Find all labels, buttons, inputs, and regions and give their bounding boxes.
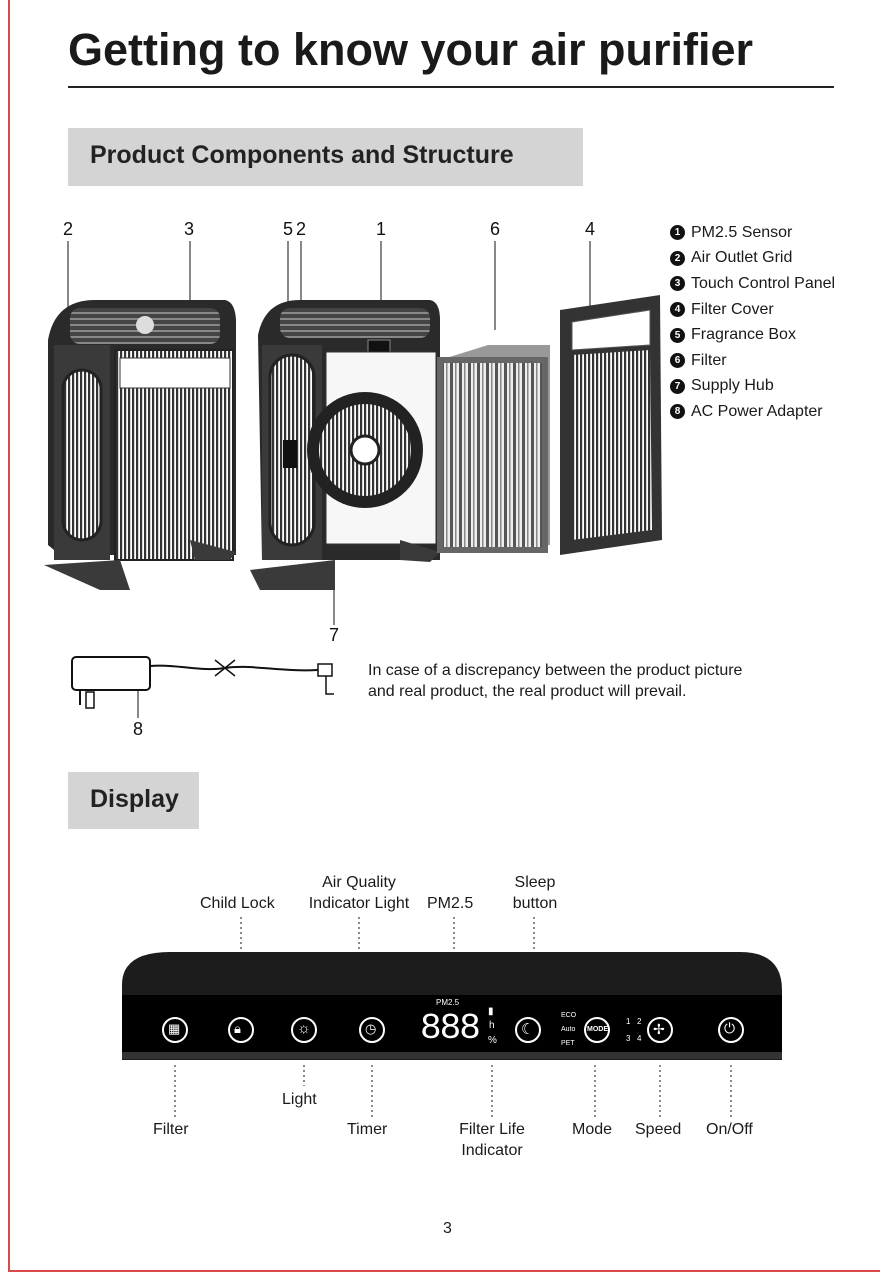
legend-label: Touch Control Panel: [691, 274, 836, 292]
legend-item: 7 Supply Hub: [670, 374, 835, 400]
components-legend: 1 PM2.5 Sensor 2 Air Outlet Grid 3 Touch Co…: [670, 220, 835, 425]
label-sleep-line2: button: [512, 895, 558, 912]
legend-item: 4 Filter Cover: [670, 297, 835, 323]
title-rule: [68, 86, 834, 88]
discrepancy-note: In case of a discrepancy between the pro…: [368, 660, 742, 702]
label-sleep-line1: Sleep: [514, 874, 556, 891]
bullet-8: 8: [670, 404, 685, 420]
panel-pm-label: PM2.5: [436, 998, 460, 1007]
speed-2: 2: [637, 1017, 642, 1026]
callout-6: 6: [490, 219, 501, 239]
callout-8: 8: [133, 719, 144, 739]
label-onoff: On/Off: [706, 1121, 753, 1138]
legend-item: 5 Fragrance Box: [670, 322, 835, 348]
note-line-1: In case of a discrepancy between the pro…: [368, 662, 743, 679]
legend-item: 1 PM2.5 Sensor: [670, 220, 835, 246]
components-heading: Product Components and Structure: [90, 141, 514, 169]
label-pm25: PM2.5: [427, 895, 474, 912]
label-air-quality-line2: Indicator Light: [308, 895, 410, 912]
legend-label: Air Outlet Grid: [691, 249, 793, 267]
power-icon[interactable]: ⏻: [724, 1020, 736, 1036]
legend-label: Filter: [691, 351, 727, 369]
callout-4: 4: [585, 219, 596, 239]
moon-icon[interactable]: ☾: [521, 1021, 535, 1038]
label-light: Light: [282, 1091, 317, 1108]
label-mode: Mode: [572, 1121, 613, 1138]
callout-2-left: 2: [63, 219, 74, 239]
label-filter: Filter: [153, 1121, 189, 1138]
legend-item: 8 AC Power Adapter: [670, 399, 835, 425]
display-section-header: Display: [68, 772, 199, 829]
label-air-quality-line1: Air Quality: [322, 874, 396, 891]
speed-3: 3: [626, 1034, 631, 1043]
filter-cover-part: [560, 295, 662, 555]
note-line-2: and real product, the real product will …: [368, 683, 687, 700]
components-section-header: Product Components and Structure: [68, 128, 583, 186]
callout-1: 1: [376, 219, 387, 239]
label-timer: Timer: [347, 1121, 388, 1138]
page-title: Getting to know your air purifier: [68, 24, 754, 75]
mode-eco: ECO: [561, 1012, 577, 1019]
bullet-6: 6: [670, 353, 685, 369]
purifier-open: [250, 300, 440, 590]
power-adapter: [71, 656, 334, 709]
legend-item: 2 Air Outlet Grid: [670, 246, 835, 272]
mode-auto: Auto: [561, 1026, 576, 1033]
panel-unit-pct: %: [488, 1035, 497, 1046]
label-child-lock: Child Lock: [200, 895, 275, 912]
callout-3: 3: [184, 219, 195, 239]
legend-label: AC Power Adapter: [691, 402, 823, 420]
label-speed: Speed: [635, 1121, 682, 1138]
fan-icon[interactable]: ✢: [653, 1021, 665, 1037]
speed-4: 4: [637, 1034, 642, 1043]
label-filter-life-line2: Indicator: [461, 1142, 523, 1159]
product-illustration: [44, 241, 662, 718]
legend-label: Filter Cover: [691, 300, 774, 318]
callout-2-right: 2: [296, 219, 307, 239]
legend-item: 3 Touch Control Panel: [670, 271, 835, 297]
callout-7: 7: [329, 625, 340, 645]
lock-icon[interactable]: 🔒︎: [234, 1021, 241, 1036]
filter-icon[interactable]: ▦: [168, 1021, 181, 1036]
bullet-5: 5: [670, 327, 685, 343]
bullet-1: 1: [670, 225, 685, 241]
bullet-3: 3: [670, 276, 685, 292]
timer-icon[interactable]: ◷: [365, 1021, 377, 1036]
label-filter-life-line1: Filter Life: [459, 1121, 525, 1138]
mode-button[interactable]: MODE: [587, 1026, 608, 1033]
label-air-quality: Air Quality Indicator Light: [303, 872, 415, 914]
speed-1: 1: [626, 1017, 631, 1026]
bullet-2: 2: [670, 250, 685, 266]
callout-5: 5: [283, 219, 294, 239]
panel-digits: 888: [420, 1008, 481, 1049]
legend-label: Supply Hub: [691, 377, 774, 395]
page-border-bottom: [8, 1270, 880, 1272]
label-filter-life: Filter Life Indicator: [448, 1119, 536, 1161]
bullet-7: 7: [670, 378, 685, 394]
legend-label: PM2.5 Sensor: [691, 223, 793, 241]
purifier-assembled: [44, 300, 236, 590]
filter-part: [437, 345, 550, 553]
mode-pet: PET: [561, 1040, 575, 1047]
legend-item: 6 Filter: [670, 348, 835, 374]
page-number: 3: [443, 1220, 452, 1237]
label-sleep: Sleep button: [506, 872, 564, 914]
light-icon[interactable]: ☼: [297, 1020, 311, 1037]
panel-unit-h: h: [489, 1020, 495, 1031]
page-border-left: [8, 0, 10, 1270]
filter-life-icon: ▮: [488, 1006, 494, 1017]
display-heading: Display: [90, 785, 179, 813]
legend-label: Fragrance Box: [691, 326, 796, 344]
bullet-4: 4: [670, 302, 685, 318]
